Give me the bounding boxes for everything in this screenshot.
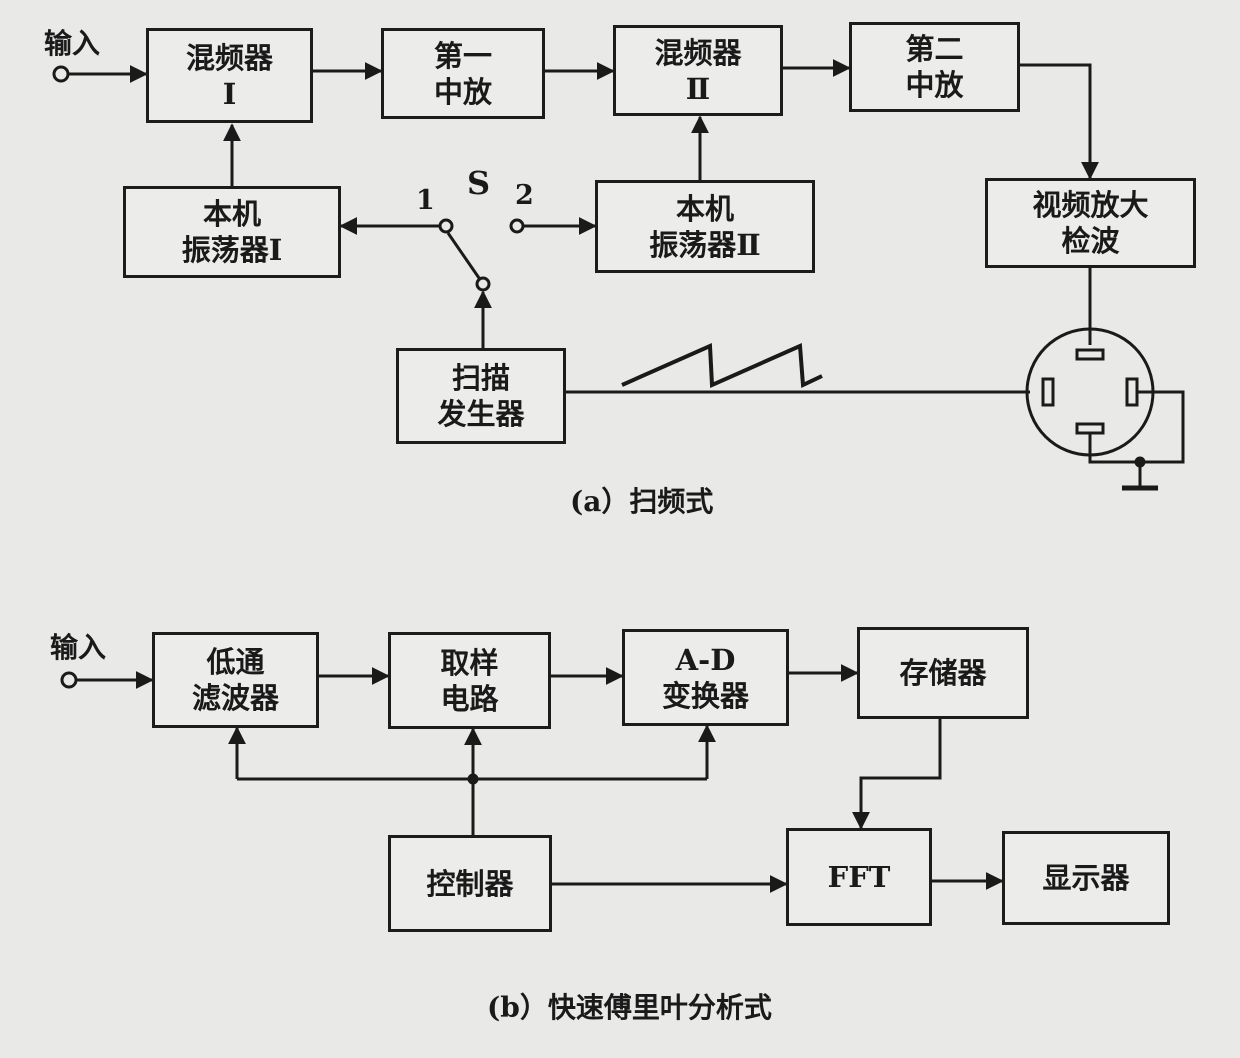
sweep-gen-line1: 扫描 — [451, 361, 510, 395]
switch-pos-2-label: 2 — [515, 180, 534, 211]
lo-1-line2: 振荡器Ⅰ — [181, 233, 283, 267]
lo-2-line2: 振荡器Ⅱ — [649, 227, 761, 262]
mixer-2-line2: Ⅱ — [685, 71, 711, 106]
local-oscillator-2-block: 本机 振荡器Ⅱ — [595, 180, 815, 273]
switch-pos-1-label: 1 — [416, 185, 435, 216]
wire-crt-ground — [1088, 390, 1185, 464]
first-if-amp-block: 第一 中放 — [381, 28, 545, 119]
wire-memory-fft — [852, 719, 942, 830]
input-label-a: 输入 — [44, 27, 101, 60]
ad-converter-block: A-D 变换器 — [622, 629, 789, 726]
adc-line2: 变换器 — [661, 678, 749, 713]
sampler-line2: 电路 — [440, 681, 499, 716]
controller-block: 控制器 — [388, 835, 552, 932]
input-terminal-b — [60, 671, 78, 689]
sweep-generator-block: 扫描 发生器 — [396, 348, 566, 444]
switch-blade — [446, 232, 481, 279]
lo-1-line1: 本机 — [202, 197, 261, 231]
display-label: 显示器 — [1042, 861, 1130, 895]
switch-pivot — [475, 276, 491, 292]
fft-label: FFT — [827, 860, 891, 894]
ground-node — [1134, 456, 1146, 468]
video-det-line1: 视频放大 — [1032, 188, 1149, 222]
mixer-1-line1: 混频器 — [185, 40, 273, 75]
switch-label: S — [467, 164, 491, 202]
sampler-line1: 取样 — [440, 645, 499, 680]
lpf-line2: 滤波器 — [191, 681, 279, 715]
switch-contact-1 — [438, 218, 454, 234]
crt-plate-right — [1125, 377, 1139, 407]
memory-block: 存储器 — [857, 627, 1029, 719]
caption-b: (b）快速傅里叶分析式 — [487, 991, 772, 1024]
fft-block: FFT — [786, 828, 932, 926]
sweep-gen-line2: 发生器 — [437, 397, 525, 431]
caption-a: (a）扫频式 — [570, 485, 714, 518]
second-if-line1: 第二 — [905, 32, 964, 66]
local-oscillator-1-block: 本机 振荡器Ⅰ — [123, 186, 341, 278]
sawtooth-waveform — [621, 342, 823, 389]
controller-label: 控制器 — [426, 866, 514, 901]
mixer-2-block: 混频器 Ⅱ — [613, 25, 783, 116]
video-det-line2: 检波 — [1061, 224, 1120, 258]
display-block: 显示器 — [1002, 831, 1170, 925]
mixer-1-block: 混频器 Ⅰ — [146, 28, 313, 123]
sampling-circuit-block: 取样 电路 — [388, 632, 551, 729]
crt-plate-top — [1075, 348, 1105, 361]
mixer-2-line1: 混频器 — [654, 35, 742, 70]
crt-plate-left — [1041, 377, 1055, 407]
lpf-line1: 低通 — [206, 645, 265, 679]
control-junction — [467, 773, 479, 785]
mixer-1-line2: Ⅰ — [222, 76, 237, 111]
low-pass-filter-block: 低通 滤波器 — [152, 632, 319, 728]
second-if-line2: 中放 — [905, 68, 964, 102]
video-amp-detector-block: 视频放大 检波 — [985, 178, 1196, 268]
wire-if2-video — [1020, 63, 1099, 180]
input-label-b: 输入 — [50, 631, 107, 664]
first-if-line2: 中放 — [433, 74, 492, 109]
lo-2-line1: 本机 — [675, 191, 734, 226]
memory-label: 存储器 — [899, 656, 987, 690]
adc-line1: A-D — [675, 642, 736, 677]
second-if-amp-block: 第二 中放 — [849, 22, 1020, 112]
crt-plate-bottom — [1075, 422, 1105, 435]
input-terminal-a — [52, 65, 70, 83]
first-if-line1: 第一 — [433, 38, 492, 73]
switch-contact-2 — [509, 218, 525, 234]
